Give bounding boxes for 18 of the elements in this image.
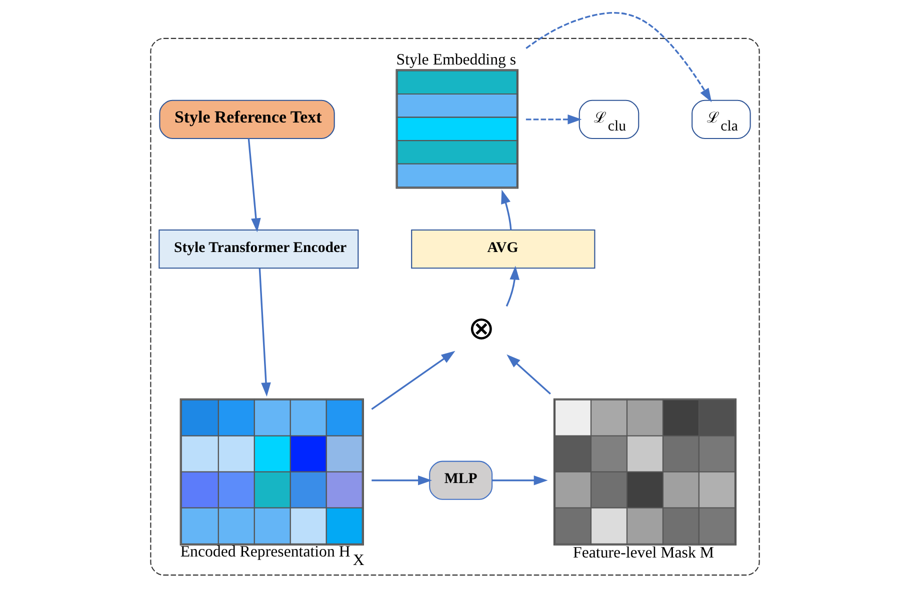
arrow: [258, 268, 270, 397]
arrow: [492, 475, 548, 486]
arrow: [525, 12, 712, 102]
node-text: ⊗: [468, 311, 495, 346]
node-label: Style Embedding s: [396, 51, 516, 68]
node-box: AVG: [410, 230, 595, 269]
arrow: [525, 114, 582, 124]
arrow: [506, 354, 550, 395]
node-box: MLP: [428, 460, 492, 500]
arrow: [247, 138, 260, 232]
arrow: [500, 190, 512, 230]
arrow: [370, 350, 455, 410]
arrow: [505, 266, 520, 307]
arrow: [371, 475, 432, 486]
node-box: Style Reference Text: [158, 100, 334, 139]
cluster: [150, 38, 760, 576]
node-box: Style Transformer Encoder: [158, 230, 358, 269]
node-label: Feature-level Mask M: [572, 544, 714, 562]
